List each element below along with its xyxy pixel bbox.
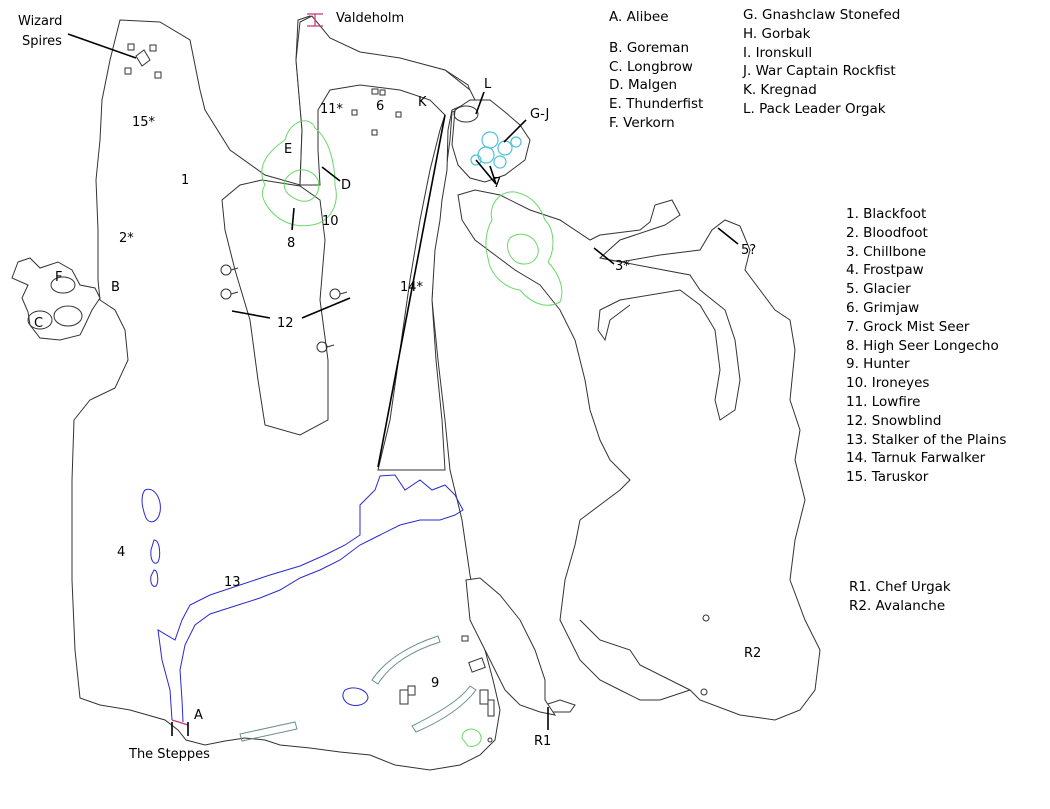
label-11: 11* [320,102,344,117]
legend-item: K. Kregnad [743,82,817,99]
legend-item: 7. Grock Mist Seer [846,318,970,335]
legend-item: A. Alibee [609,9,669,25]
forest-east [485,191,563,306]
south-ruins [239,635,495,743]
label-a: A [194,708,203,723]
east-ruin-2 [700,688,708,696]
forest-west [261,120,337,227]
label-e: E [284,142,292,157]
legend-item: 13. Stalker of the Plains [846,431,1007,448]
lobe-f [50,276,76,294]
legend-item: 14. Tarnuk Farwalker [846,450,986,467]
legend-letters-b: G. Gnashclaw Stonefed H. Gorbak I. Irons… [743,6,900,119]
legend-item: E. Thunderfist [609,96,704,113]
label-13: 13 [224,575,241,590]
label-14: 14* [400,280,424,295]
pointer-lines [67,33,739,730]
legend-item: B. Goreman [609,39,690,56]
legend-item: I. Ironskull [743,44,813,61]
legend-item: 10. Ironeyes [846,375,930,392]
label-9: 9 [431,676,439,691]
east-channel-2 [579,619,691,691]
label-r2: R2 [744,646,761,661]
label-the-steppes: The Steppes [128,747,210,762]
label-4: 4 [117,545,125,560]
legend-item: 2. Bloodfoot [846,224,928,241]
legend-item: R2. Avalanche [849,597,946,614]
southeast-promontory [465,577,557,716]
wizard-spires-ruins [124,43,162,79]
legend-item: 4. Frostpaw [846,262,924,279]
lobe-c [27,310,53,330]
north-ruin [453,105,479,123]
snowblind-hoops [220,264,348,353]
legend-item: 1. Blackfoot [846,206,927,222]
label-r1: R1 [534,734,551,749]
legend-rares: R1. Chef Urgak R2. Avalanche [849,578,951,616]
legend-item: C. Longbrow [609,58,693,75]
label-l: L [484,77,492,92]
legend-item: 11. Lowfire [846,393,921,410]
north-huts [351,88,402,136]
ice-cluster [470,131,522,169]
legend-item: 12. Snowblind [846,412,942,429]
label-15: 15* [132,115,156,130]
south-zone-line [171,719,189,726]
legend-item: 6. Grimjaw [846,299,920,316]
central-ridge [221,179,329,436]
label-wizard-spires-2: Spires [22,34,62,49]
legend-item: J. War Captain Rockfist [743,63,896,80]
forest-south [461,728,482,747]
legend-item: 9. Hunter [846,356,910,373]
legend-item: R1. Chef Urgak [849,579,951,595]
legend-item: H. Gorbak [743,25,811,42]
label-wizard-spires-1: Wizard [18,14,62,29]
south-zone-post [171,722,189,736]
label-f: F [55,270,62,285]
river-system [141,474,464,723]
legend-item: L. Pack Leader Orgak [743,100,886,117]
label-k: K [418,95,427,110]
east-ruin-1 [702,614,710,622]
label-valdeholm: Valdeholm [336,11,404,26]
label-b: B [111,280,120,295]
north-zone-line [307,13,323,27]
west-lobes [11,257,101,341]
legend-item: 8. High Seer Longecho [846,337,999,354]
label-1: 1 [181,173,189,188]
east-channel-1 [597,257,741,421]
map-label-group: Wizard Spires Valdeholm The Steppes 15* … [18,11,761,762]
label-8: 8 [287,236,295,251]
north-bay [295,15,476,471]
label-6: 6 [376,99,384,114]
legend-item: 3. Chillbone [846,243,927,260]
legend-item: G. Gnashclaw Stonefed [743,7,901,23]
legend-numbers: 1. Blackfoot 2. Bloodfoot 3. Chillbone 4… [846,205,1006,487]
label-c: C [34,316,43,331]
legend-letters-a: A. Alibee B. Goreman C. Longbrow D. Malg… [609,8,703,133]
lobe-mid [53,305,83,327]
legend-item: D. Malgen [609,77,678,94]
label-2: 2* [119,231,134,246]
label-10: 10 [322,214,339,229]
label-3: 3* [615,259,630,274]
legend-item: F. Verkorn [609,114,675,131]
label-5: 5? [741,243,756,258]
label-d: D [341,178,351,193]
legend-item: 5. Glacier [846,281,911,298]
legend-item: 15. Taruskor [846,469,929,486]
label-12: 12 [277,316,294,331]
label-7: 7 [493,176,501,191]
label-g-j: G-J [530,107,549,122]
